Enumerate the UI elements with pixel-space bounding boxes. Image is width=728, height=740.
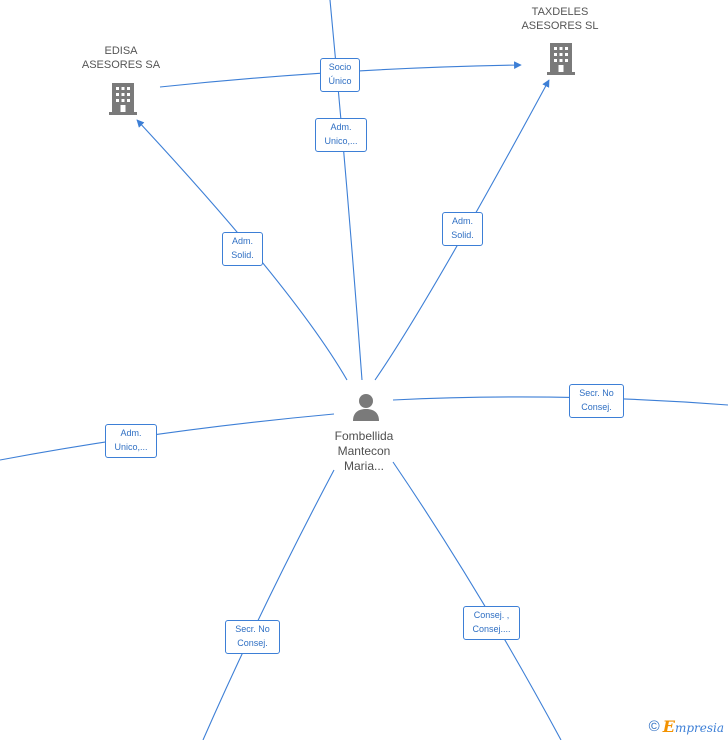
edge-label-secr-no-consej-right[interactable]: Secr. No Consej. (569, 384, 624, 418)
edge-label-adm-unico-left[interactable]: Adm. Unico,... (105, 424, 157, 458)
edge-person-left (0, 413, 335, 461)
edge-person-bottom-left (202, 469, 335, 740)
person-icon[interactable] (351, 392, 381, 422)
node-taxdeles-name-line1: TAXDELES (531, 6, 589, 18)
edge-label-line: Socio (328, 62, 352, 72)
edge-top-to-person (329, 0, 363, 381)
edge-person-to-taxdeles (374, 79, 550, 381)
edge-label-line: Adm. (120, 428, 142, 438)
brand-logo[interactable]: Empresia (663, 717, 724, 736)
edge-label-consej-bottom[interactable]: Consej. , Consej.... (463, 606, 520, 640)
node-person-name-line1: Fombellida (334, 429, 394, 443)
copyright-icon: © (648, 718, 660, 735)
node-edisa-name-line2: ASESORES SA (81, 59, 161, 71)
edge-label-line: Unico,... (324, 136, 358, 146)
edge-person-right (392, 396, 728, 406)
edge-label-line: Adm. (231, 236, 253, 246)
node-person-name-line3: Maria... (343, 459, 384, 473)
edge-label-socio-unico[interactable]: Socio Único (320, 58, 360, 92)
edge-label-line: Consej. , (473, 610, 510, 620)
edge-label-line: Único (328, 76, 352, 86)
edge-label-line: Consej.... (472, 624, 511, 634)
edge-label-secr-no-consej-bottom[interactable]: Secr. No Consej. (225, 620, 280, 654)
node-edisa-label: EDISA ASESORES SA (66, 44, 176, 72)
edge-label-line: Adm. (451, 216, 473, 226)
node-edisa-name-line1: EDISA (104, 45, 138, 57)
edge-label-line: Adm. (330, 122, 352, 132)
edge-label-line: Secr. No (579, 388, 614, 398)
edge-label-line: Consej. (237, 638, 268, 648)
footer-brand: © Empresia (649, 717, 724, 736)
edge-label-line: Solid. (451, 230, 474, 240)
edge-label-line: Solid. (231, 250, 254, 260)
building-icon[interactable] (107, 80, 139, 116)
edge-label-adm-solid-left[interactable]: Adm. Solid. (222, 232, 263, 266)
brand-name: mpresia (674, 721, 724, 735)
edge-label-adm-unico-top[interactable]: Adm. Unico,... (315, 118, 367, 152)
edge-label-line: Unico,... (114, 442, 148, 452)
edge-label-line: Secr. No (235, 624, 270, 634)
node-taxdeles-label: TAXDELES ASESORES SL (505, 5, 615, 33)
edge-person-bottom-right (392, 461, 562, 740)
brand-initial: E (662, 717, 675, 736)
node-taxdeles-name-line2: ASESORES SL (521, 20, 599, 32)
building-icon[interactable] (545, 40, 577, 76)
edge-person-to-edisa (136, 119, 348, 381)
node-person-name-line2: Mantecon (337, 444, 391, 458)
edge-label-line: Consej. (581, 402, 612, 412)
node-person-label: Fombellida Mantecon Maria... (319, 429, 409, 474)
edge-label-adm-solid-right[interactable]: Adm. Solid. (442, 212, 483, 246)
